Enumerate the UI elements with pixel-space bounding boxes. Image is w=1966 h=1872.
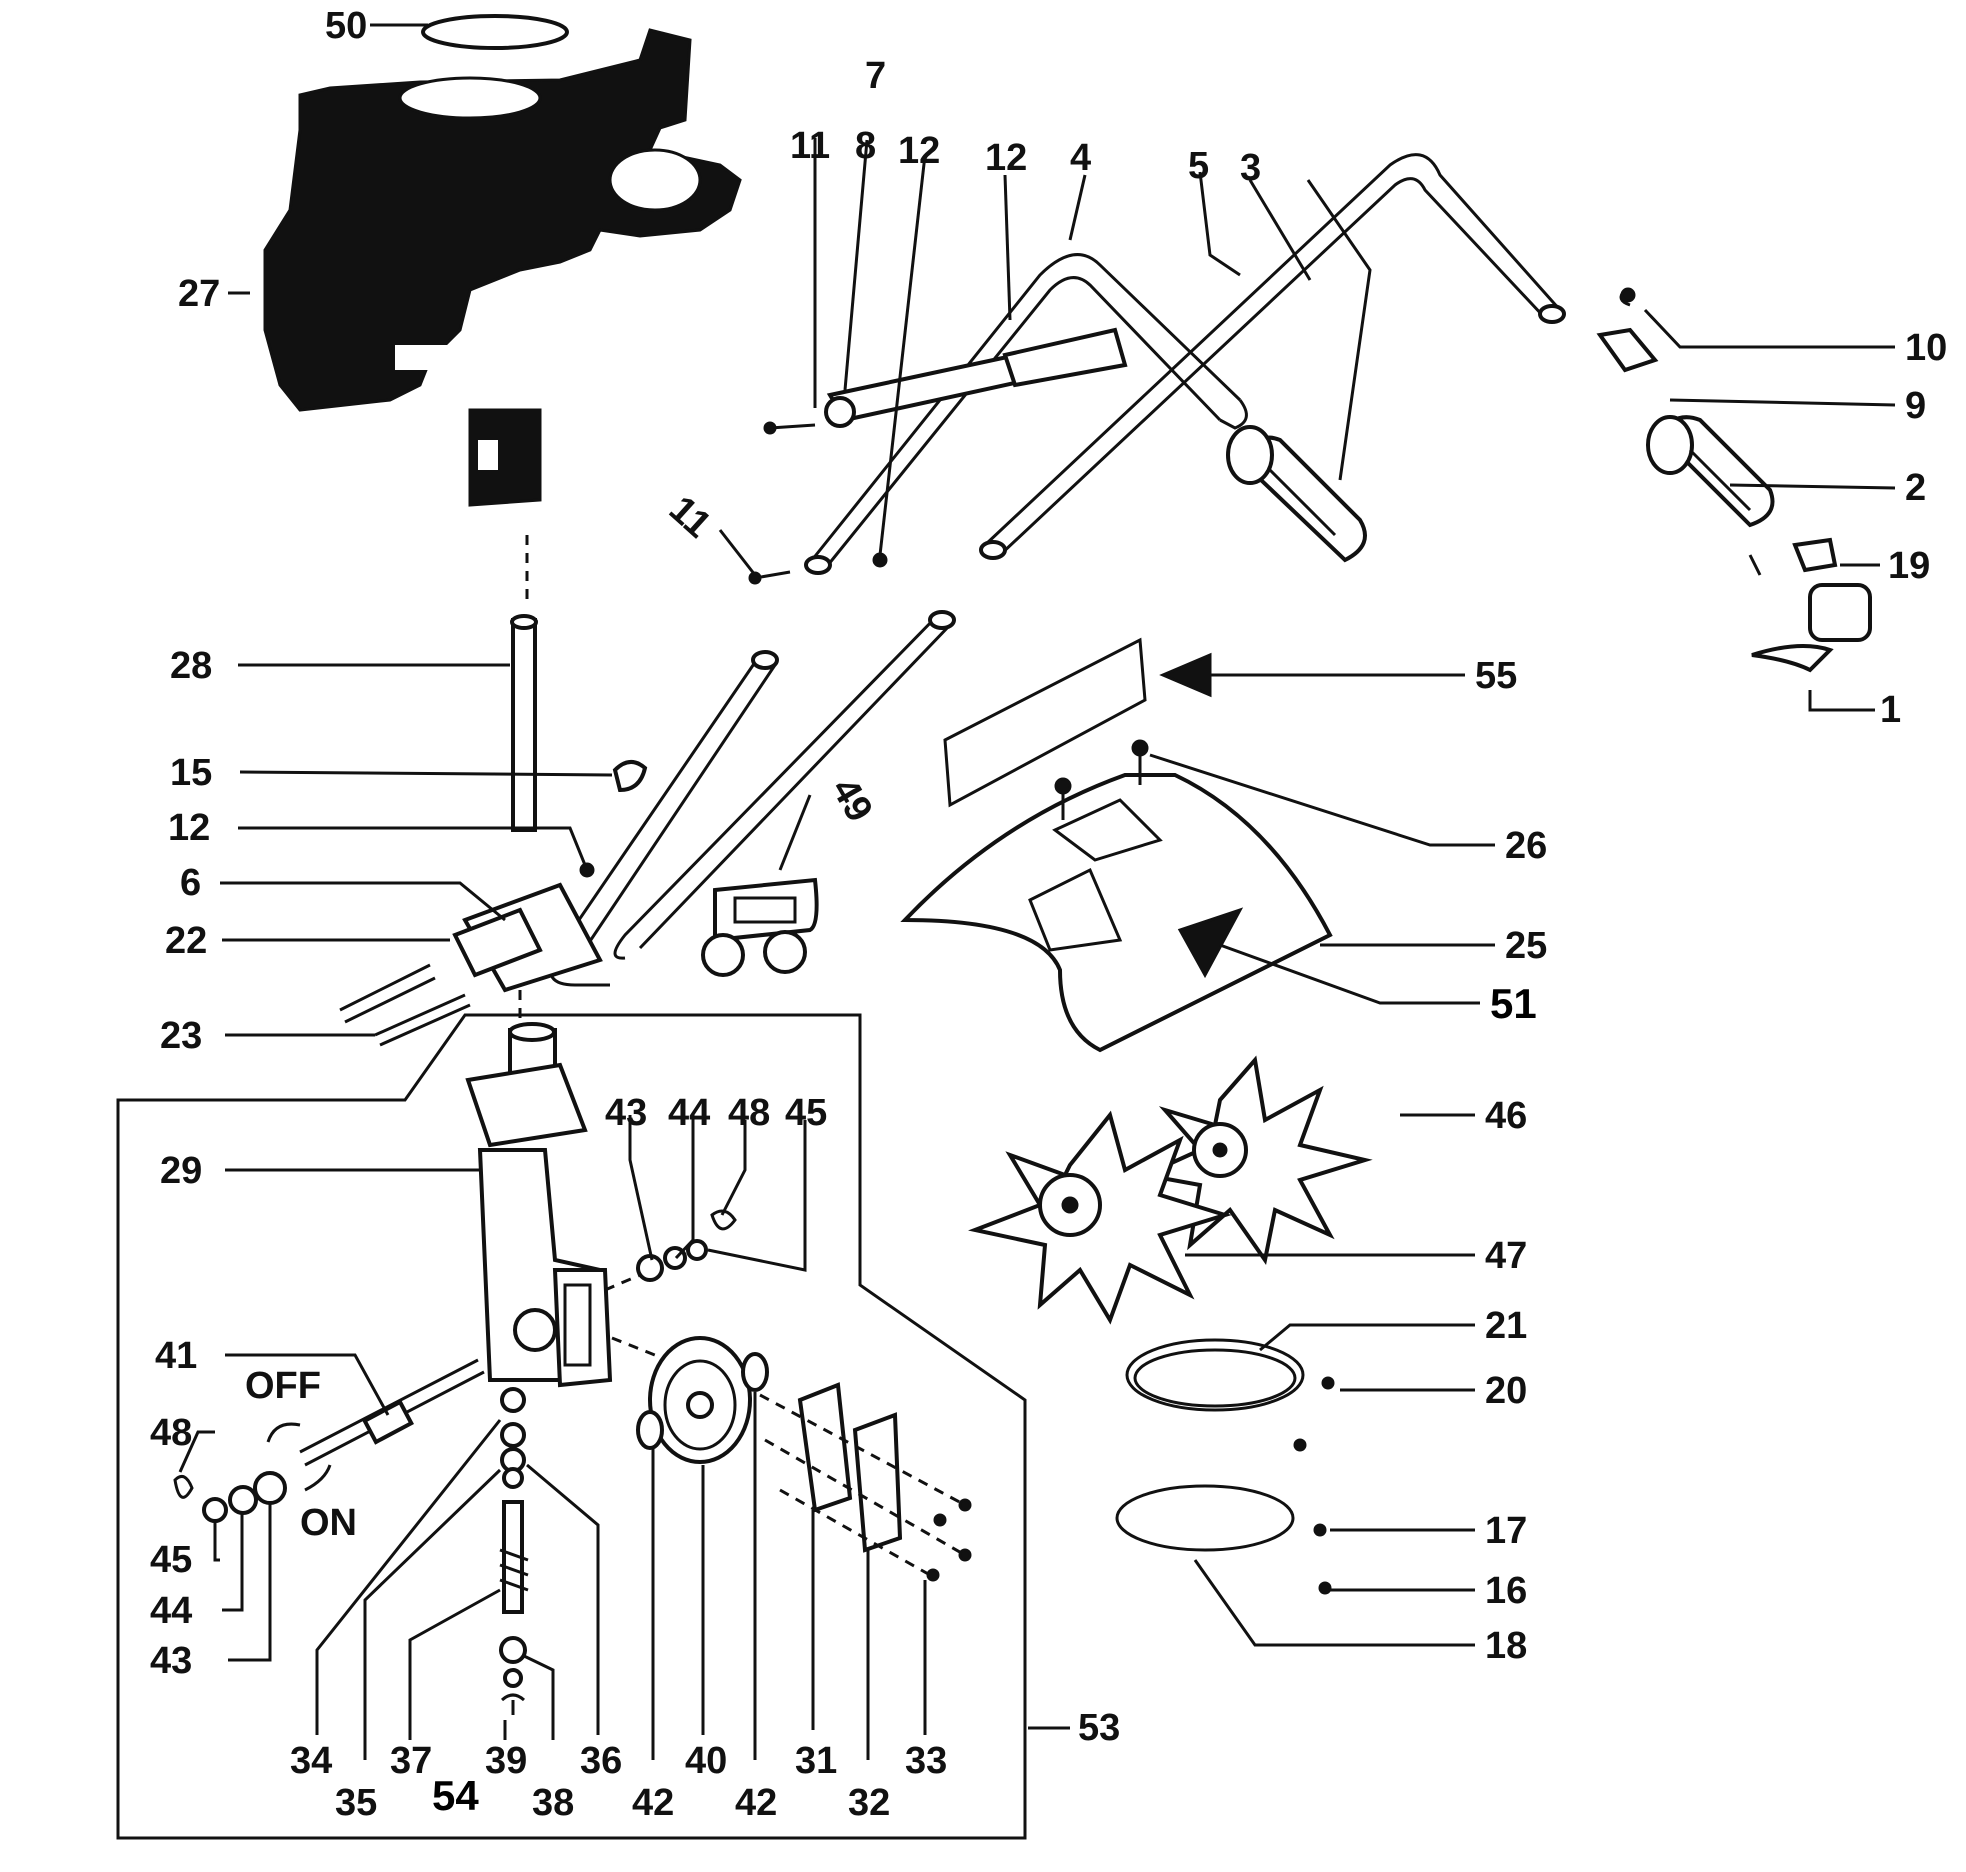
callout-27: 27 [178, 273, 220, 315]
callout-4: 4 [1070, 137, 1091, 179]
callout-32: 32 [848, 1782, 890, 1824]
bolts-part-11 [748, 421, 816, 585]
washer-part-42-a [636, 1410, 664, 1450]
callout-45-side: 45 [150, 1539, 192, 1581]
callout-54: 54 [432, 1772, 479, 1819]
callout-23: 23 [160, 1015, 202, 1057]
tine-shield-part-25 [900, 773, 1333, 1053]
callout-21: 21 [1485, 1305, 1527, 1347]
callout-18: 18 [1485, 1625, 1527, 1667]
shaft-part-41 [299, 1358, 485, 1467]
switch-ring [266, 1422, 301, 1443]
callout-6: 6 [180, 862, 201, 904]
callout-44-top: 44 [668, 1092, 710, 1134]
callout-35: 35 [335, 1782, 377, 1824]
callout-8: 8 [855, 125, 876, 167]
callout-15: 15 [170, 752, 212, 794]
callout-31: 31 [795, 1740, 837, 1782]
callout-50: 50 [325, 5, 367, 47]
callout-22: 22 [165, 920, 207, 962]
callout-48-top: 48 [728, 1092, 770, 1134]
covers-parts-31-32-33 [759, 1382, 972, 1582]
callout-36: 36 [580, 1740, 622, 1782]
decal-part-55 [943, 637, 1147, 808]
assembly-outline-53 [116, 1013, 1027, 1840]
shaft-part-28 [510, 614, 538, 832]
grip-part-3 [1226, 425, 1367, 563]
callout-9: 9 [1905, 385, 1926, 427]
gear-housing-part-29 [465, 1022, 613, 1388]
handlebar-part-5 [979, 153, 1566, 560]
label-on: ON [300, 1502, 357, 1544]
callout-11-side: 11 [661, 488, 719, 546]
callout-34: 34 [290, 1740, 332, 1782]
callout-10: 10 [1905, 327, 1947, 369]
frame-tubes-part-6 [452, 610, 956, 993]
callout-1: 1 [1880, 689, 1901, 731]
callout-47: 47 [1485, 1235, 1527, 1277]
callout-5: 5 [1188, 145, 1209, 187]
bolts-parts-22-23 [339, 963, 471, 1047]
cable-parts-16-17-18 [1115, 1484, 1332, 1595]
tines-part-47 [968, 1110, 1232, 1325]
callout-41: 41 [155, 1335, 197, 1377]
callout-43-side: 43 [150, 1640, 192, 1682]
label-off: OFF [245, 1365, 321, 1407]
engine-part-27 [263, 14, 742, 507]
callout-29: 29 [160, 1150, 202, 1192]
callout-17: 17 [1485, 1510, 1527, 1552]
callout-33: 33 [905, 1740, 947, 1782]
callout-20: 20 [1485, 1370, 1527, 1412]
callout-48-side: 48 [150, 1412, 192, 1454]
callout-44-side: 44 [150, 1590, 192, 1632]
callout-3: 3 [1240, 147, 1261, 189]
callout-49: 49 [823, 771, 881, 829]
callout-11-top: 11 [790, 125, 830, 167]
callout-51: 51 [1490, 980, 1537, 1027]
throttle-parts-9-10-19-1 [1596, 287, 1872, 673]
grip-part-2 [1646, 415, 1775, 528]
callout-53: 53 [1078, 1707, 1120, 1749]
arrow-55 [1159, 652, 1465, 698]
callout-16: 16 [1485, 1570, 1527, 1612]
callout-42-a: 42 [632, 1782, 674, 1824]
callout-12-lower: 12 [168, 807, 210, 849]
callout-39: 39 [485, 1740, 527, 1782]
cable-parts-20-21 [1125, 1338, 1335, 1452]
callout-42-b: 42 [735, 1782, 777, 1824]
callout-38: 38 [532, 1782, 574, 1824]
screws-part-26 [1054, 739, 1149, 820]
callout-43-top: 43 [605, 1092, 647, 1134]
callout-labels: 50 27 7 11 8 12 12 4 5 3 11 10 9 2 19 1 … [150, 5, 1947, 1824]
handlebar-part-4 [804, 253, 1248, 575]
callout-37: 37 [390, 1740, 432, 1782]
callout-12-top-a: 12 [898, 130, 940, 172]
nut-part-12-lower [579, 862, 595, 878]
callout-26: 26 [1505, 825, 1547, 867]
callout-7: 7 [865, 55, 886, 97]
nut-part-12 [872, 552, 888, 568]
switch-plate-part-49 [701, 877, 819, 977]
callout-55: 55 [1475, 655, 1517, 697]
pulley-part-40 [648, 1336, 752, 1464]
leader-lines [178, 23, 1896, 1760]
callout-12-top-b: 12 [985, 137, 1027, 179]
callout-46: 46 [1485, 1095, 1527, 1137]
callout-19: 19 [1888, 545, 1930, 587]
shaft-stack-parts-34-39 [499, 1387, 529, 1715]
washer-part-42-b [741, 1352, 769, 1392]
callout-28: 28 [170, 645, 212, 687]
callout-2: 2 [1905, 467, 1926, 509]
callout-25: 25 [1505, 925, 1547, 967]
clip-part-15 [612, 760, 648, 793]
callout-40: 40 [685, 1740, 727, 1782]
callout-45-top: 45 [785, 1092, 827, 1134]
bracket-part-8 [824, 327, 1128, 428]
washers-parts-43-44-45-48 [173, 1471, 287, 1523]
